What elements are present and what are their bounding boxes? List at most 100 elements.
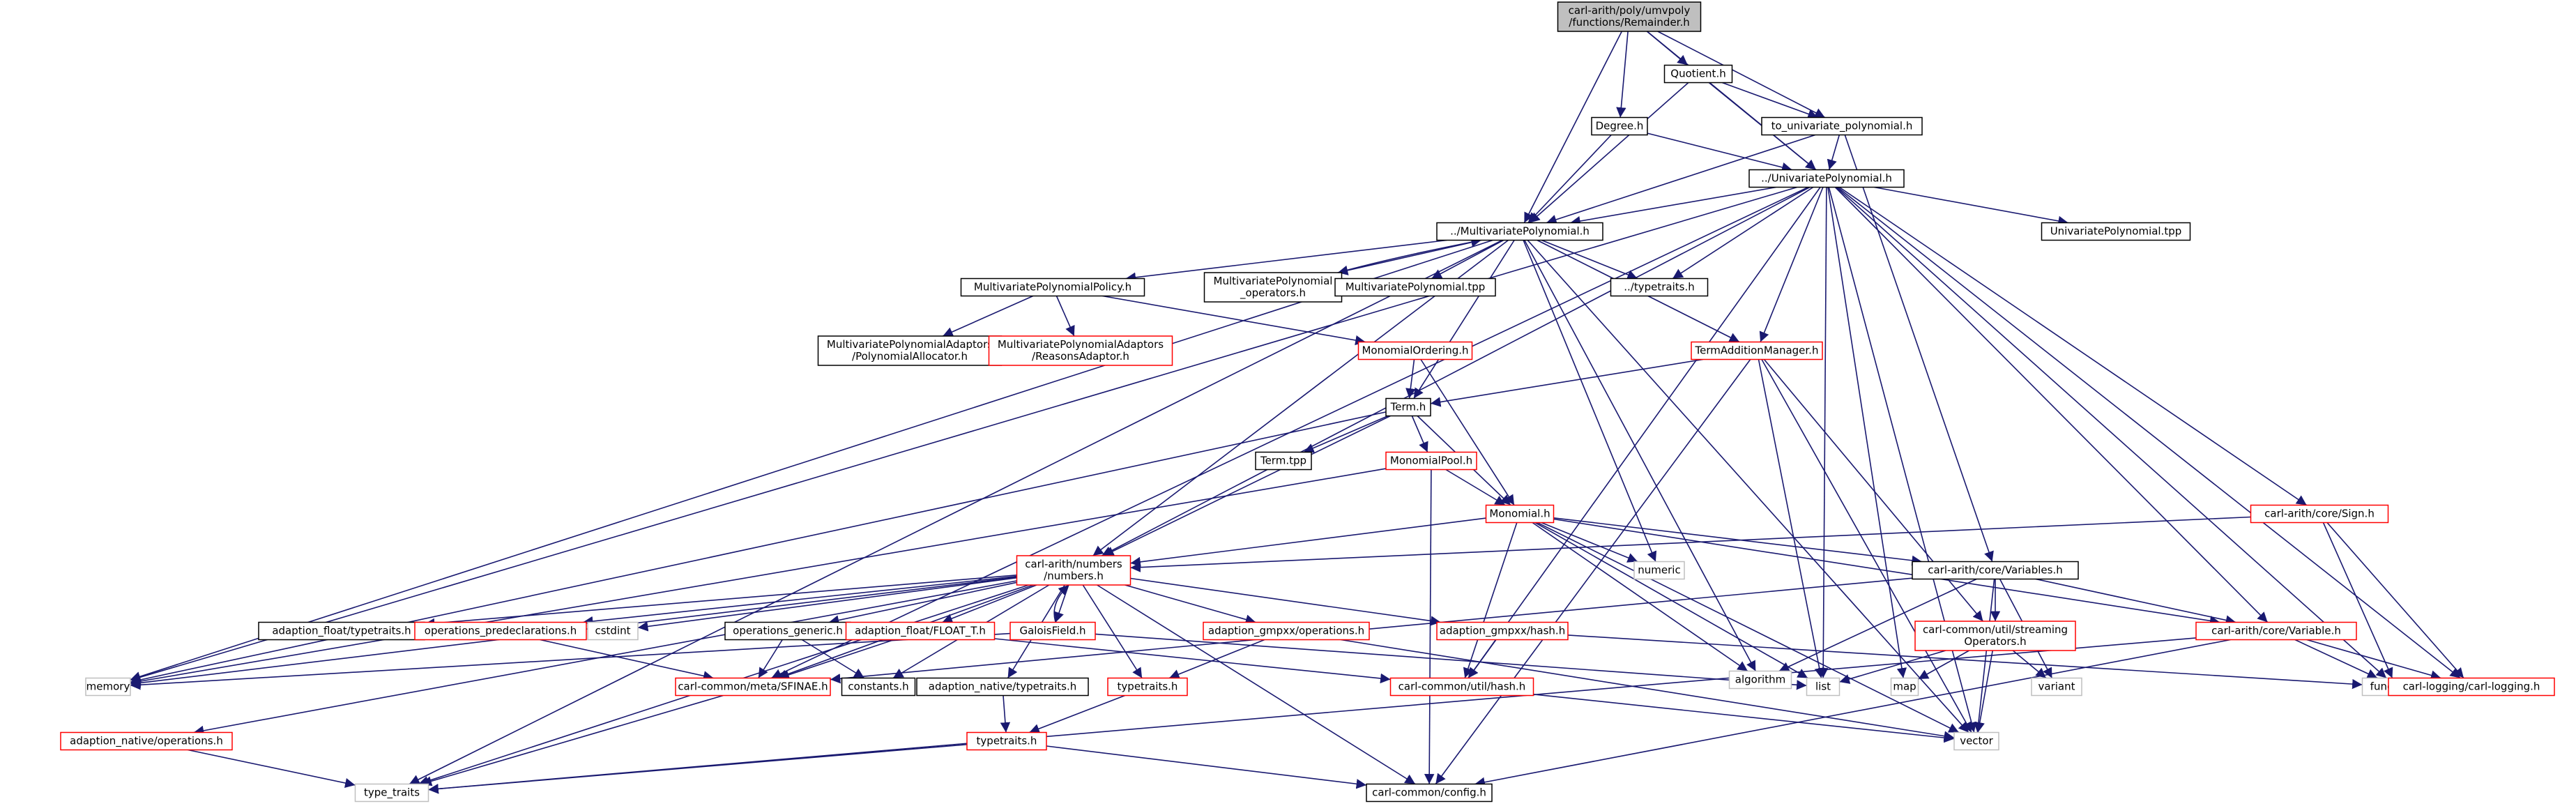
node-box xyxy=(1203,272,1343,303)
edge-monomial-to-numeric xyxy=(1541,522,1638,563)
node-to-univ[interactable]: to_univariate_polynomial.h xyxy=(1761,116,1923,136)
node-typetraits-red[interactable]: typetraits.h xyxy=(1107,677,1188,697)
edge-galois-to-memory xyxy=(130,632,1011,690)
edge-root-to-multi xyxy=(1523,31,1623,223)
edge-monomial-to-hash xyxy=(1463,522,1518,678)
node-variables[interactable]: carl-arith/core/Variables.h xyxy=(1912,561,2079,580)
node-termadd[interactable]: TermAdditionManager.h xyxy=(1691,341,1823,360)
node-label: /numbers.h xyxy=(1044,570,1104,582)
node-multi[interactable]: ../MultivariatePolynomial.h xyxy=(1436,222,1603,241)
node-box xyxy=(414,621,587,641)
edge-univ-to-map xyxy=(1827,187,1907,678)
node-box xyxy=(1385,451,1477,471)
node-logging[interactable]: carl-logging/carl-logging.h xyxy=(2388,677,2555,697)
edge-numbers-to-gmpxx-ops xyxy=(1125,584,1256,625)
node-hash[interactable]: carl-common/util/hash.h xyxy=(1389,677,1534,697)
node-root[interactable]: carl-arith/poly/umvpoly/functions/Remain… xyxy=(1557,1,1702,32)
edge-univ-to-sign xyxy=(1838,186,2308,506)
node-univ-tpp[interactable]: UnivariatePolynomial.tpp xyxy=(2041,222,2191,241)
node-box xyxy=(1728,670,1792,690)
node-quotient[interactable]: Quotient.h xyxy=(1663,64,1733,84)
node-gmpxx-ops[interactable]: adaption_gmpxx/operations.h xyxy=(1203,621,1370,641)
node-mp-ops[interactable]: MultivariatePolynomial_operators.h xyxy=(1203,272,1343,303)
node-reasons[interactable]: MultivariatePolynomialAdaptors/ReasonsAd… xyxy=(988,335,1173,366)
node-box xyxy=(1610,277,1709,297)
node-monpool[interactable]: MonomialPool.h xyxy=(1385,451,1477,471)
node-label: map xyxy=(1893,680,1916,693)
node-af-float[interactable]: adaption_float/FLOAT_T.h xyxy=(845,621,996,641)
node-typetraits-low[interactable]: typetraits.h xyxy=(966,731,1047,751)
node-variable[interactable]: carl-arith/core/Variable.h xyxy=(2195,621,2357,641)
node-ops-pre[interactable]: operations_predeclarations.h xyxy=(414,621,587,641)
edge-sign-to-logging xyxy=(2326,522,2464,679)
edge-af-float-to-sfinae xyxy=(779,639,894,680)
node-box xyxy=(1389,677,1534,697)
node-label: ../UnivariatePolynomial.h xyxy=(1761,172,1892,185)
edge-numbers-to-config xyxy=(1097,584,1416,785)
node-mp-tpp[interactable]: MultivariatePolynomial.tpp xyxy=(1334,277,1496,297)
node-label: carl-arith/core/Sign.h xyxy=(2264,508,2375,520)
edge-gmpxx-hash-to-hash xyxy=(1468,639,1497,678)
edge-multi-to-typetraits-up xyxy=(1541,239,1638,280)
node-degree[interactable]: Degree.h xyxy=(1591,116,1648,136)
node-policy[interactable]: MultivariatePolynomialPolicy.h xyxy=(960,277,1145,297)
node-monomial[interactable]: Monomial.h xyxy=(1485,504,1555,524)
edge-quotient-to-multi xyxy=(1529,82,1689,224)
node-monordering[interactable]: MonomialOrdering.h xyxy=(1357,341,1473,360)
node-label: type_traits xyxy=(364,786,420,800)
node-label: adaption_float/FLOAT_T.h xyxy=(855,625,986,638)
node-gmpxx-hash[interactable]: adaption_gmpxx/hash.h xyxy=(1436,621,1569,641)
node-label: adaption_gmpxx/operations.h xyxy=(1208,625,1364,638)
edge-typetraits-low-to-type-traits xyxy=(428,744,968,794)
node-box xyxy=(1806,677,1840,697)
node-typetraits-up[interactable]: ../typetraits.h xyxy=(1610,277,1709,297)
edge-numbers-to-af-float xyxy=(942,584,1037,623)
node-alloc[interactable]: MultivariatePolynomialAdaptors/Polynomia… xyxy=(817,335,1003,366)
node-box xyxy=(2195,621,2357,641)
node-list: list xyxy=(1806,677,1840,697)
edge-monomial-to-variable xyxy=(1553,518,2220,626)
node-label: memory xyxy=(86,680,130,693)
node-label: TermAdditionManager.h xyxy=(1695,344,1819,357)
node-an-ops[interactable]: adaption_native/operations.h xyxy=(60,731,233,751)
edge-root-to-to-univ xyxy=(1657,31,1826,119)
node-type-traits: type_traits xyxy=(354,783,429,803)
node-box xyxy=(2041,222,2191,241)
edge-quotient-to-to-univ xyxy=(1722,82,1818,119)
edge-numbers-to-ops-gen xyxy=(828,581,1017,625)
node-label: algorithm xyxy=(1735,674,1785,686)
edge-univ-to-hash xyxy=(1468,187,1821,678)
edge-termadd-to-term xyxy=(1430,358,1703,407)
edge-multi-to-numeric xyxy=(1523,240,1657,562)
edge-variable-to-logging xyxy=(2306,639,2441,680)
edge-to-univ-to-multi xyxy=(1546,134,1816,225)
node-config[interactable]: carl-common/config.h xyxy=(1366,783,1493,803)
edge-to-univ-to-variables xyxy=(1844,135,1994,562)
node-box xyxy=(1953,731,1999,751)
node-term-tpp[interactable]: Term.tpp xyxy=(1255,451,1312,471)
node-constants[interactable]: constants.h xyxy=(841,677,916,697)
node-box xyxy=(1914,621,2076,651)
node-box xyxy=(1691,341,1823,360)
edge-multi-to-term xyxy=(1413,240,1515,399)
node-box xyxy=(1485,504,1555,524)
edge-univ-to-logging xyxy=(1837,186,2461,679)
node-sfinae[interactable]: carl-common/meta/SFINAE.h xyxy=(675,677,831,697)
node-box xyxy=(1385,397,1431,417)
edge-ops-gen-to-sfinae xyxy=(758,639,783,678)
node-numbers[interactable]: carl-arith/numbers/numbers.h xyxy=(1016,555,1131,586)
node-label: adaption_native/operations.h xyxy=(70,735,223,748)
node-ops-gen[interactable]: operations_generic.h xyxy=(724,621,851,641)
node-box xyxy=(1663,64,1733,84)
node-univ[interactable]: ../UnivariatePolynomial.h xyxy=(1748,169,1905,188)
node-sign[interactable]: carl-arith/core/Sign.h xyxy=(2250,504,2389,524)
node-an-typetraits[interactable]: adaption_native/typetraits.h xyxy=(916,677,1089,697)
node-af-typetraits[interactable]: adaption_float/typetraits.h xyxy=(258,621,425,641)
node-label: typetraits.h xyxy=(1118,680,1178,693)
node-term[interactable]: Term.h xyxy=(1385,397,1431,417)
node-label: Term.h xyxy=(1390,401,1426,413)
node-galois[interactable]: GaloisField.h xyxy=(1009,621,1096,641)
node-box xyxy=(1016,555,1131,586)
